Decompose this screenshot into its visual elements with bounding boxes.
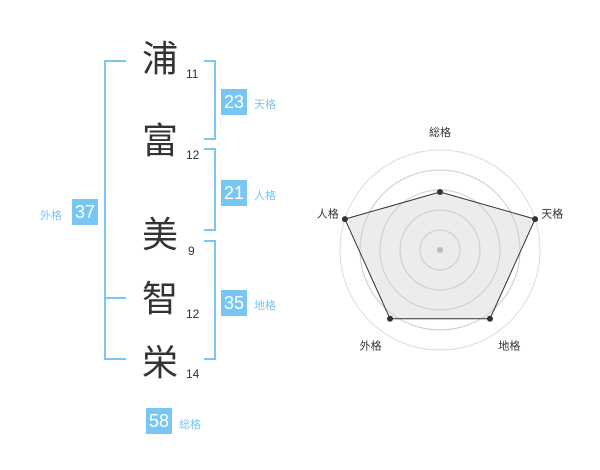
stroke-count-4: 12: [186, 307, 200, 321]
jinkaku-bracket: [204, 148, 216, 231]
name-char-4: 智: [142, 279, 179, 320]
chikaku-bracket: [204, 240, 216, 360]
stroke-count-5: 14: [186, 367, 200, 381]
radar-point-3: [486, 315, 493, 322]
jinkaku-value: 21: [221, 180, 247, 206]
jinkaku-label: 人格: [254, 189, 276, 202]
chikaku-value: 35: [221, 290, 247, 316]
soukaku-value: 58: [146, 408, 172, 434]
name-char-2: 富: [142, 121, 179, 162]
tenkaku-label: 天格: [254, 98, 276, 111]
radar-ring-3: [399, 209, 481, 291]
radar-point-4: [387, 315, 394, 322]
gaikaku-bracket: [104, 60, 126, 360]
radar-label-4: 外格: [360, 338, 382, 352]
radar-point-1: [437, 189, 443, 195]
radar-label-3: 地格: [498, 338, 520, 352]
radar-point-2: [532, 216, 539, 223]
tenkaku-bracket: [204, 60, 216, 140]
tenkaku-value: 23: [221, 89, 247, 115]
stroke-count-2: 12: [186, 148, 200, 162]
name-char-5: 栄: [142, 343, 179, 384]
gaikaku-bracket-divider: [104, 297, 126, 299]
radar-point-5: [341, 216, 348, 223]
radar-ring-1: [359, 169, 521, 331]
gaikaku-value: 37: [72, 199, 98, 225]
radar-label-5: 人格: [317, 207, 339, 221]
radar-center: [437, 247, 443, 253]
soukaku-label: 総格: [179, 418, 201, 431]
name-char-1: 浦: [142, 39, 179, 80]
gaikaku-label: 外格: [40, 209, 62, 222]
radar-polygon-group: [341, 189, 539, 322]
radar-ring-4: [419, 229, 461, 271]
radar-polygon: [344, 191, 536, 320]
stroke-count-3: 9: [188, 244, 195, 258]
stroke-count-1: 11: [186, 67, 199, 81]
chikaku-label: 地格: [254, 299, 276, 312]
radar-label-1: 総格: [429, 125, 451, 139]
name-char-3: 美: [142, 215, 179, 256]
radar-label-2: 天格: [541, 207, 563, 221]
